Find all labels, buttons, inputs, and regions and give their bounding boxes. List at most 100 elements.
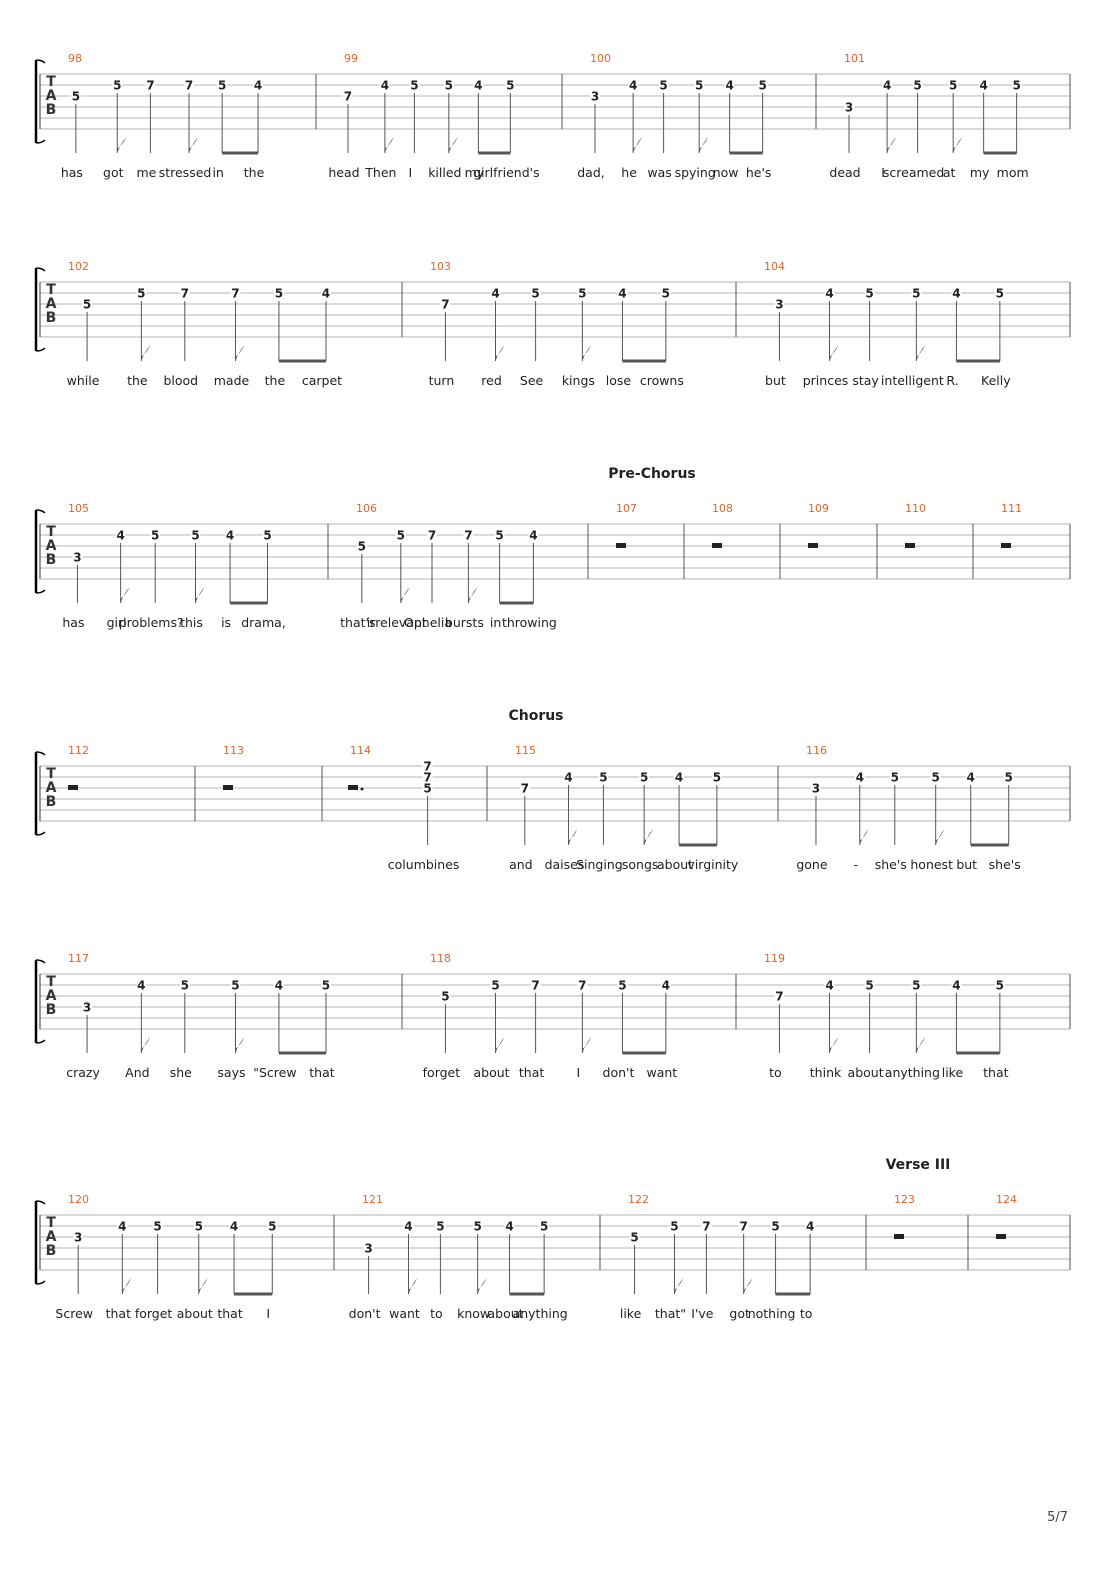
lyric-syllable: think (810, 1065, 842, 1080)
fret-bg (73, 1231, 84, 1243)
eighth-flag (195, 587, 205, 603)
lyric-syllable: in (490, 615, 501, 630)
fret-bg (273, 979, 284, 991)
system-bracket-bottom (35, 139, 46, 144)
fret-bg (504, 1220, 515, 1232)
lyric-syllable: the (265, 373, 286, 388)
fret-number: 5 (195, 1220, 203, 1234)
half-rest (348, 785, 358, 790)
fret-number: 7 (578, 979, 586, 993)
lyric-syllable: See (520, 373, 544, 388)
tab-clef-letter: B (46, 310, 57, 326)
fret-number: 5 (758, 79, 766, 93)
fret-bg (152, 1220, 163, 1232)
fret-number: 7 (739, 1220, 747, 1234)
fret-bg (440, 298, 451, 310)
fret-number: 4 (675, 771, 683, 785)
fret-bg (994, 287, 1005, 299)
fret-bg (774, 298, 785, 310)
tab-clef-letter: T (46, 524, 56, 540)
fret-bg (951, 287, 962, 299)
measure-number: 99 (344, 52, 358, 65)
fret-number: 4 (967, 771, 975, 785)
fret-bg (490, 979, 501, 991)
lyric-syllable: my (465, 165, 485, 180)
lyric-syllable: gone (796, 857, 828, 872)
fret-number: 5 (618, 979, 626, 993)
eighth-flag (235, 345, 245, 361)
fret-bg (379, 79, 390, 91)
fret-number: 5 (599, 771, 607, 785)
fret-bg (882, 79, 893, 91)
fret-bg (598, 771, 609, 783)
fret-number: 7 (428, 529, 436, 543)
eighth-flag (448, 137, 458, 153)
eighth-flag (495, 1037, 505, 1053)
fret-bg (617, 979, 628, 991)
fret-bg (948, 79, 959, 91)
fret-bg (217, 79, 228, 91)
fret-number: 5 (181, 979, 189, 993)
fret-number: 4 (564, 771, 572, 785)
fret-number: 3 (591, 90, 599, 104)
fret-bg (253, 79, 264, 91)
tab-clef-letter: T (46, 1215, 56, 1231)
fret-bg (422, 760, 433, 772)
lyric-syllable: columbines (388, 857, 460, 872)
measure-number: 105 (68, 502, 89, 515)
measure-number: 98 (68, 52, 82, 65)
lyric-syllable: songs (622, 857, 659, 872)
fret-number: 4 (618, 287, 626, 301)
tab-clef-letter: B (46, 1002, 57, 1018)
measure-number: 119 (764, 952, 785, 965)
fret-number: 3 (775, 298, 783, 312)
lyric-syllable: I (881, 165, 885, 180)
lyric-syllable: she's (989, 857, 1021, 872)
system-bracket-top (35, 751, 46, 756)
lyric-syllable: that (519, 1065, 544, 1080)
system-bracket-top (35, 1200, 46, 1205)
fret-bg (824, 979, 835, 991)
eighth-flag (477, 1278, 487, 1294)
fret-bg (1003, 771, 1014, 783)
fret-bg (267, 1220, 278, 1232)
measure-number: 100 (590, 52, 611, 65)
fret-bg (628, 79, 639, 91)
fret-number: 4 (529, 529, 537, 543)
fret-number: 4 (404, 1220, 412, 1234)
lyric-syllable: forget (423, 1065, 461, 1080)
lyric-syllable: want (389, 1306, 420, 1321)
lyric-syllable: spying (675, 165, 716, 180)
lyric-syllable: carpet (302, 373, 342, 388)
lyric-syllable: I (409, 165, 413, 180)
measure-number: 103 (430, 260, 451, 273)
lyric-syllable: that (309, 1065, 334, 1080)
tab-clef-letter: T (46, 74, 56, 90)
lyric-syllable: says (217, 1065, 245, 1080)
fret-number: 3 (74, 1231, 82, 1245)
lyric-syllable: has (61, 165, 83, 180)
eighth-flag (582, 345, 592, 361)
fret-bg (320, 287, 331, 299)
fret-number: 5 (491, 979, 499, 993)
lyric-syllable: about (657, 857, 693, 872)
fret-number: 5 (662, 287, 670, 301)
eighth-flag (829, 345, 839, 361)
lyric-syllable: about (848, 1065, 884, 1080)
eighth-flag (120, 587, 130, 603)
fret-bg (629, 1231, 640, 1243)
half-rest (68, 785, 78, 790)
fret-number: 5 (445, 79, 453, 93)
lyric-syllable: don't (603, 1065, 635, 1080)
fret-bg (190, 529, 201, 541)
lyric-syllable: about (177, 1306, 213, 1321)
fret-number: 5 (473, 1220, 481, 1234)
fret-bg (422, 771, 433, 783)
lyric-syllable: R. (946, 373, 958, 388)
lyric-syllable: he (621, 165, 637, 180)
lyric-syllable: dead (829, 165, 860, 180)
lyric-syllable: head (328, 165, 359, 180)
fret-bg (356, 540, 367, 552)
fret-bg (494, 529, 505, 541)
fret-bg (590, 90, 601, 102)
